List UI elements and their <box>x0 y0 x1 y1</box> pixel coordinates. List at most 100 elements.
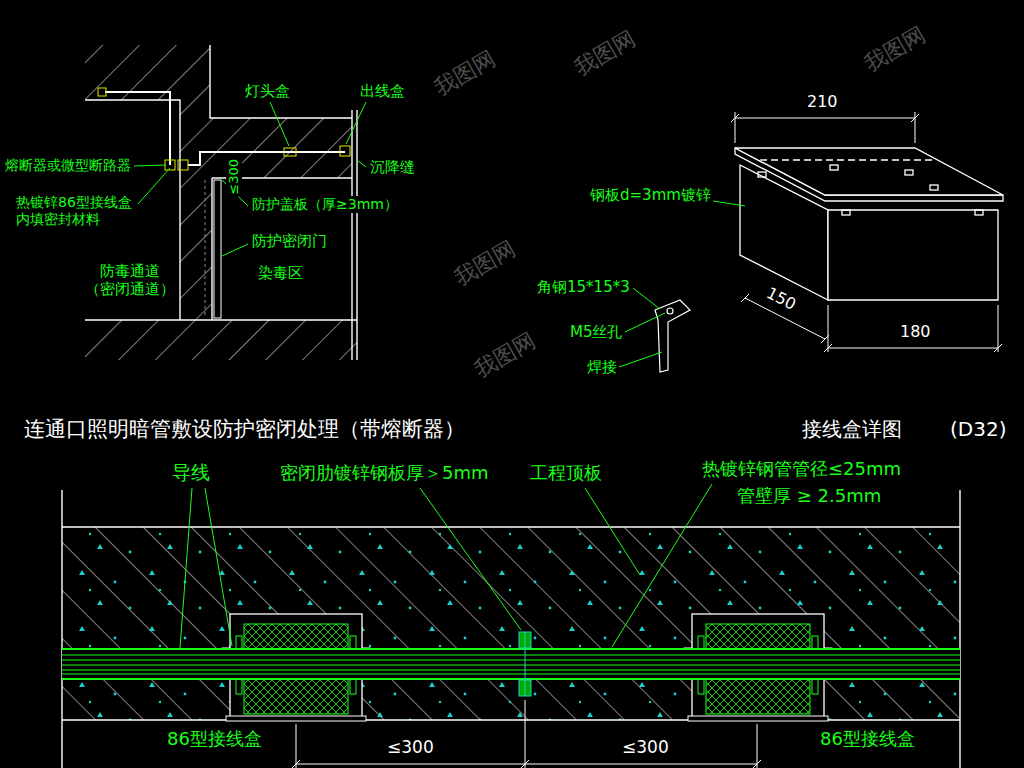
drawing-title: 接线盒详图 <box>800 417 904 441</box>
conduit <box>284 148 296 156</box>
part-label: 热镀锌钢管管径≤25mm <box>700 458 903 480</box>
roof-slab <box>61 490 62 768</box>
junction-box-body <box>828 210 998 300</box>
steel-lid <box>760 159 935 160</box>
watermark: 我图网 <box>468 326 542 384</box>
wall-section <box>210 45 352 118</box>
leader-line <box>134 102 366 256</box>
junction-box-section <box>688 716 828 721</box>
part-label: 熔断器或微型断路器 <box>3 157 133 174</box>
part-label: 热镀锌86型接线盒 内填密封材料 <box>14 194 137 228</box>
dimension: 150 <box>762 282 801 315</box>
leader-line <box>585 488 640 575</box>
wall-section <box>85 319 357 320</box>
roof-slab <box>62 526 960 527</box>
roof-slab <box>62 527 960 720</box>
leader-line <box>346 102 366 144</box>
dimension-line <box>292 700 761 768</box>
steel-conduit <box>62 649 960 679</box>
leader-line <box>420 488 521 630</box>
steel-lid <box>735 148 1003 195</box>
leader-line <box>205 488 232 646</box>
wall-section <box>180 100 212 320</box>
steel-conduit <box>62 649 960 679</box>
junction-box-body <box>842 210 850 215</box>
leader-line <box>619 198 745 367</box>
dimension-line <box>292 760 761 768</box>
part-label: 密闭肋镀锌钢板厚＞5mm <box>278 462 491 484</box>
junction-box-section <box>244 624 348 650</box>
junction-box-body <box>975 210 983 215</box>
wall-section <box>211 178 212 320</box>
conduit <box>340 146 350 156</box>
part-label: 工程顶板 <box>528 462 604 484</box>
junction-box-section <box>706 678 810 714</box>
part-label: 焊接 <box>585 358 619 376</box>
steel-lid <box>830 165 838 170</box>
leader-line <box>180 488 192 648</box>
part-label: 导线 <box>170 461 212 484</box>
junction-box-section <box>244 678 348 714</box>
steel-lid <box>905 170 913 175</box>
steel-lid <box>735 148 1003 201</box>
watermark: 我图网 <box>448 234 522 292</box>
leader-line <box>619 352 662 367</box>
roof-slab <box>62 490 960 768</box>
watermark: 我图网 <box>428 44 502 102</box>
angle-steel <box>655 300 690 372</box>
dimension-line <box>731 112 1002 352</box>
leader-line <box>625 313 665 332</box>
dimension: 210 <box>805 92 840 111</box>
dimension-line <box>735 112 915 143</box>
leader-line <box>633 288 660 309</box>
area-label: 防毒通道 （密闭通道） <box>82 262 178 298</box>
dimension: ≤300 <box>226 157 242 197</box>
dimension-line <box>296 700 757 768</box>
part-label: 防护盖板（厚≥3mm） <box>250 196 400 213</box>
protective-door <box>205 180 221 318</box>
leader-line <box>138 168 170 204</box>
sealing-rib <box>525 632 526 696</box>
watermark: 我图网 <box>858 20 932 78</box>
part-label: 灯头盒 <box>243 82 292 100</box>
dimension: ≤300 <box>620 737 671 757</box>
roof-slab <box>62 490 960 768</box>
dimension: ≤300 <box>385 737 436 757</box>
part-label: 防护密闭门 <box>250 232 329 250</box>
roof-slab <box>959 490 960 768</box>
dimension-line <box>828 305 998 352</box>
junction-box-section <box>226 716 366 721</box>
leader-line <box>612 484 712 647</box>
leader-line <box>222 244 248 256</box>
steel-lid <box>735 148 1003 201</box>
part-label: 86型接线盒 <box>165 728 264 750</box>
part-label: 管壁厚 ≥ 2.5mm <box>735 485 883 507</box>
leader-line <box>134 165 166 166</box>
drawing-number: (D32) <box>948 417 1008 441</box>
watermark: 我图网 <box>568 24 642 82</box>
leader-line <box>180 484 712 648</box>
part-label: 出线盒 <box>358 82 407 100</box>
part-label: 钢板d=3mm镀锌 <box>588 186 713 204</box>
angle-steel <box>667 308 673 314</box>
angle-steel <box>655 300 690 372</box>
wall-section <box>85 320 357 360</box>
steel-conduit <box>62 649 960 679</box>
steel-conduit <box>62 655 960 674</box>
wall-section <box>356 110 357 360</box>
conduit <box>105 92 170 165</box>
part-label: M5丝孔 <box>568 323 625 341</box>
steel-lid <box>930 185 938 190</box>
conduit <box>98 88 106 96</box>
steel-lid <box>758 172 766 177</box>
protective-door <box>214 180 221 318</box>
sealing-rib <box>519 632 531 696</box>
protective-door <box>205 180 206 316</box>
dimension-line <box>731 114 919 122</box>
part-label: 角钢15*15*3 <box>535 278 632 296</box>
conduit <box>178 160 188 170</box>
dimension-line <box>824 344 1002 352</box>
